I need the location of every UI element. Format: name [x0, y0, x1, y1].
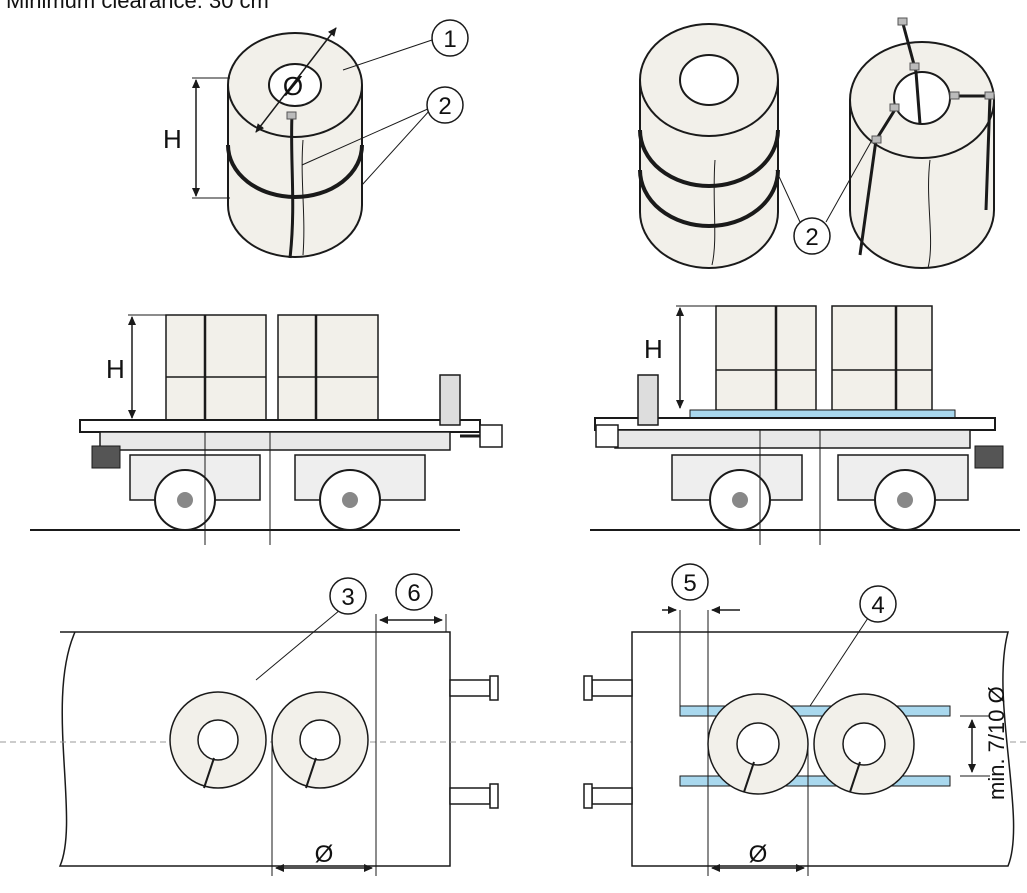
callout-3-label: 3 [341, 584, 354, 611]
coil-stacked-middle [638, 23, 780, 269]
callout-2-circle [426, 86, 464, 124]
spacer-strip-bottom [679, 775, 951, 787]
wagon-left-height-label: H [106, 354, 125, 384]
callout-2-label: 2 [438, 93, 451, 120]
callout-2b-label: 2 [805, 224, 818, 251]
callout-4-label: 4 [871, 592, 884, 619]
callout-6-circle [395, 573, 433, 611]
callout-5-circle [671, 563, 709, 601]
callout-2b-circle [793, 217, 831, 255]
wagon-right-height-label: H [644, 334, 663, 364]
callout-5-label: 5 [683, 570, 696, 597]
top-left-diameter-label: Ø [315, 841, 334, 868]
top-right-diameter-label: Ø [749, 841, 768, 868]
callout-1-circle [431, 19, 469, 57]
coil-height-label: H [163, 124, 182, 154]
caption-text: Minimum clearance: 30 cm [6, 0, 269, 13]
wagon-top-left: Ø 3 6 [0, 573, 1027, 876]
min-spacing-label: min. 7/10 Ø [984, 686, 1009, 800]
callout-6-label: 6 [407, 580, 420, 607]
coil-strapped-right: 2 [775, 17, 995, 269]
coil-diameter-symbol: Ø [283, 71, 303, 101]
spacer-beam-side [689, 409, 956, 419]
callout-4-circle [859, 585, 897, 623]
callout-1-label: 1 [443, 26, 456, 53]
wagon-top-right: Ø min. 7/10 Ø 5 4 [583, 563, 1015, 876]
wagon-side-left: H [30, 314, 503, 545]
wagon-side-right: H [590, 305, 1020, 545]
callout-3-circle [329, 577, 367, 615]
coil-upright-left: Ø H 1 2 [163, 19, 469, 259]
